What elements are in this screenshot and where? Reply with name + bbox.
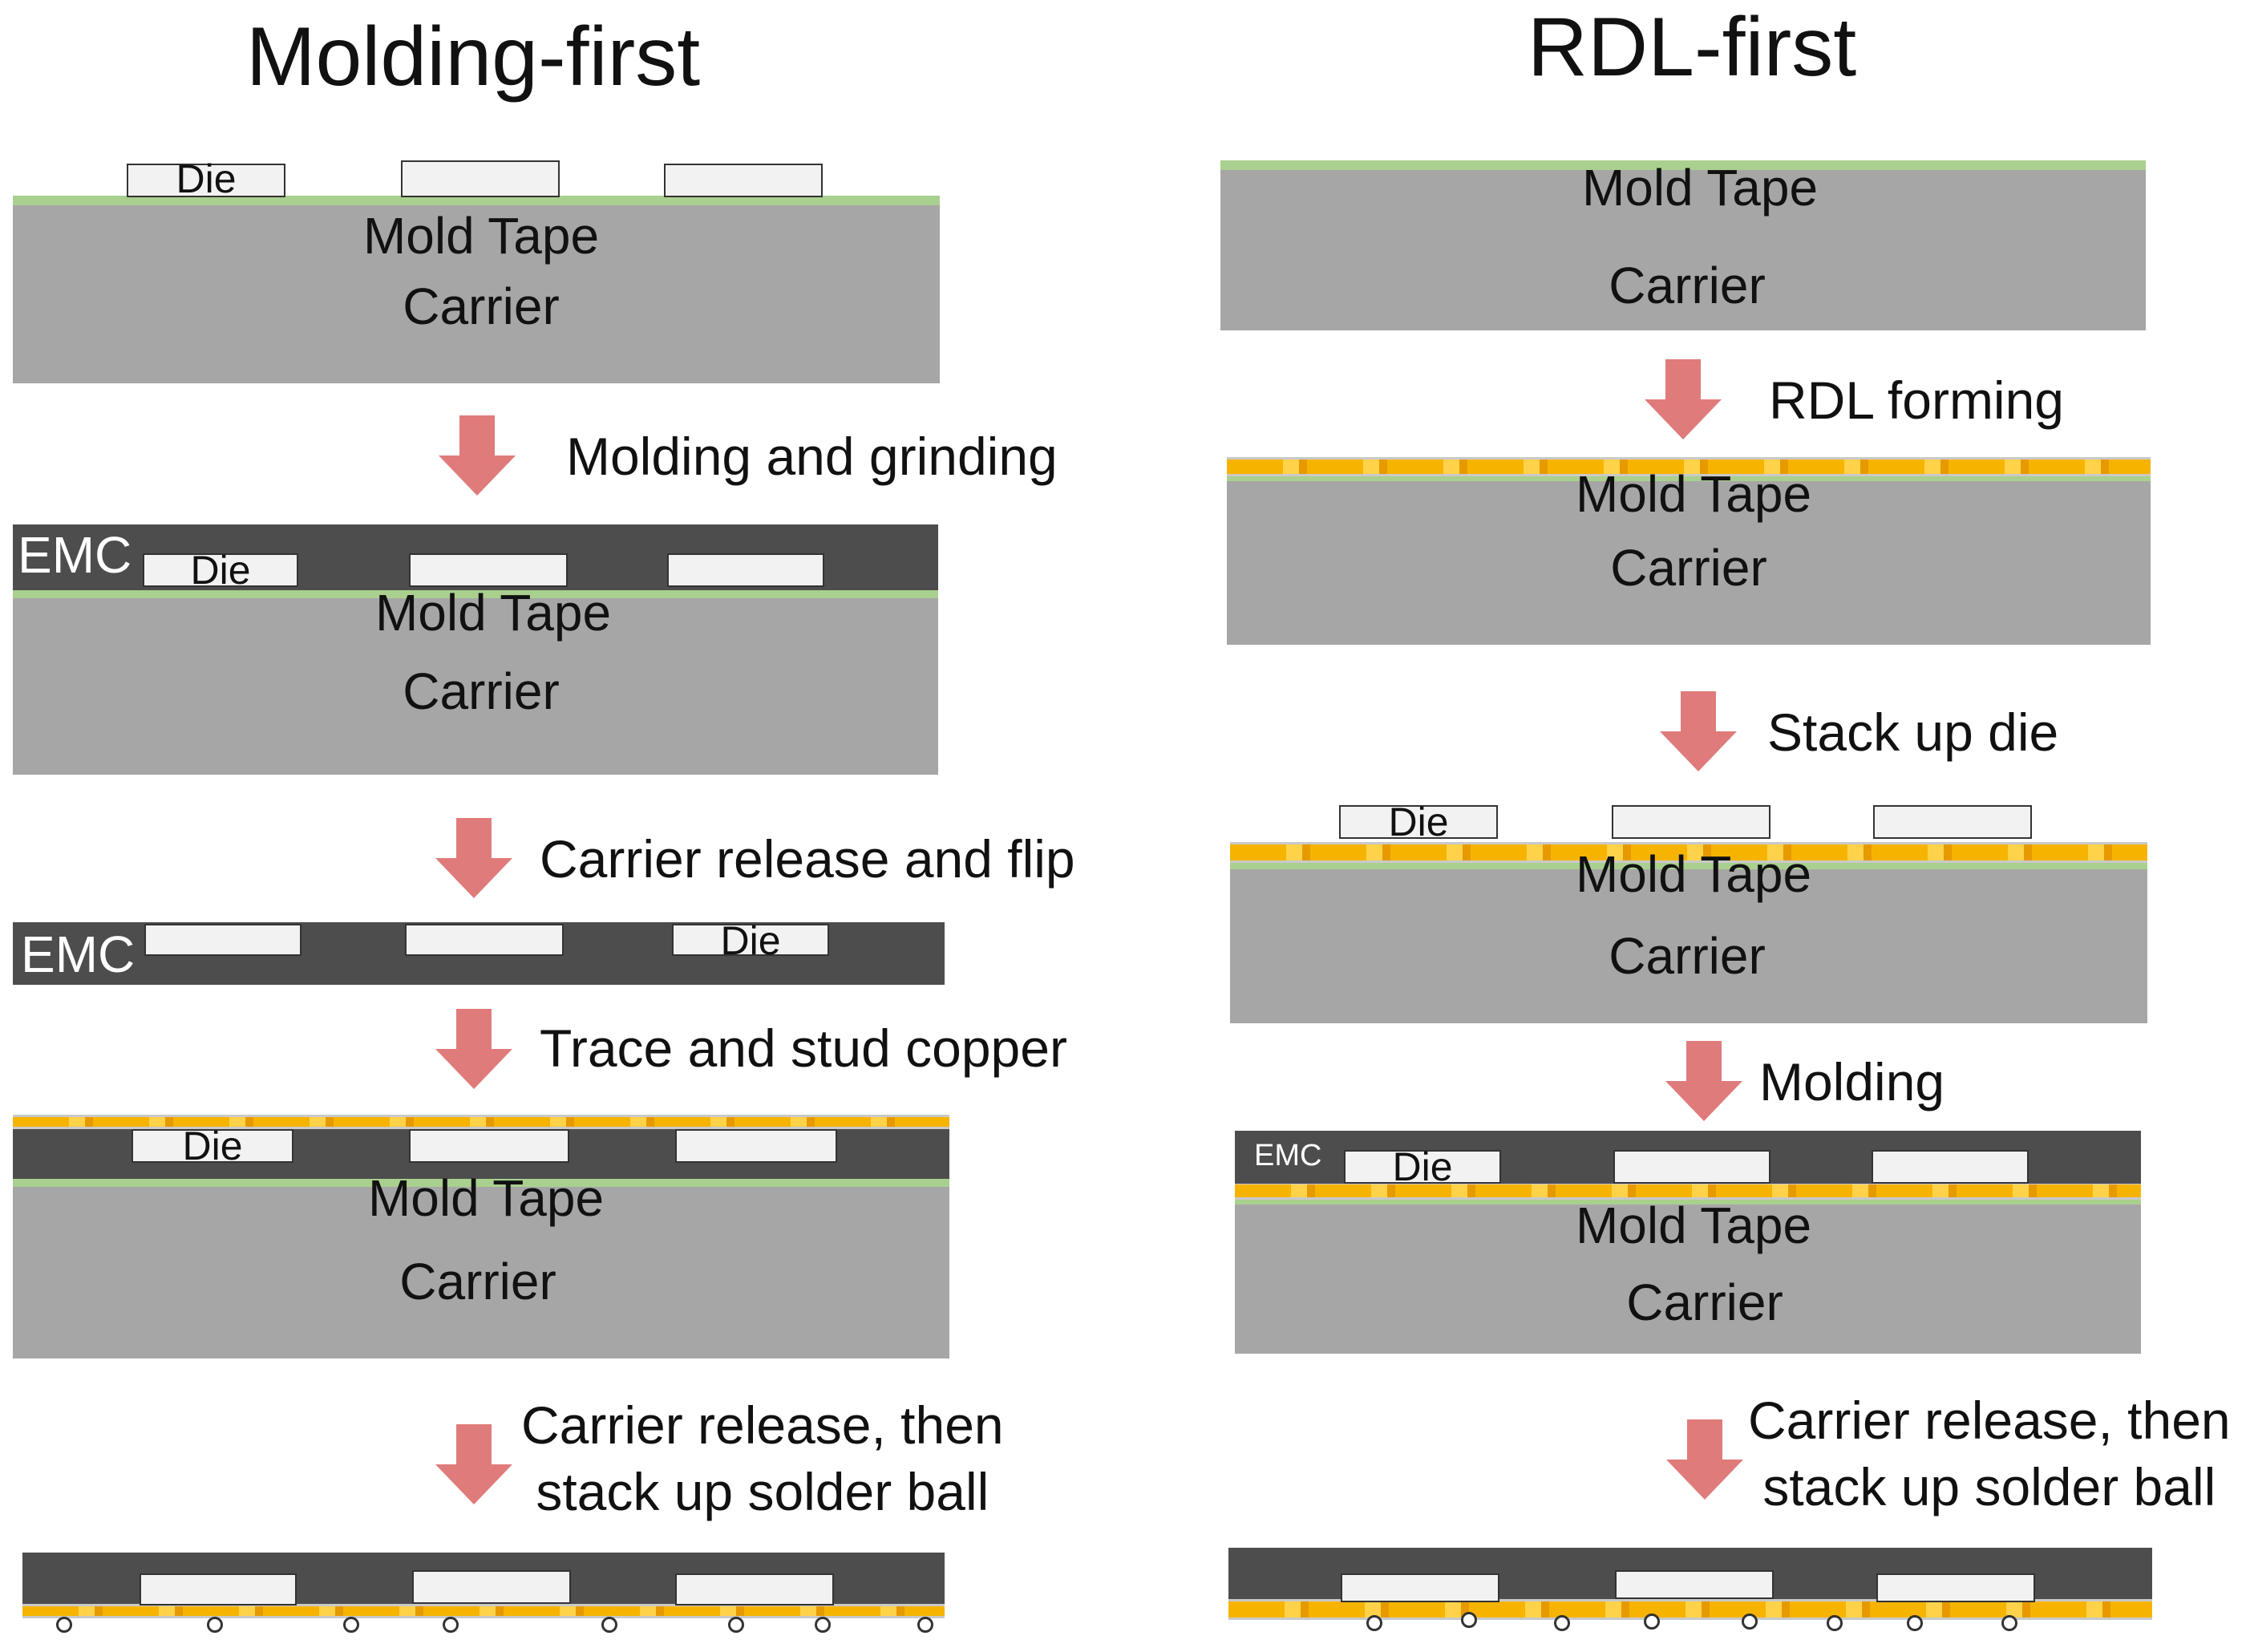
die-label: Die — [190, 548, 251, 593]
mold-tape-label: Mold Tape — [374, 584, 612, 642]
die-block — [1876, 1573, 2035, 1602]
solder-ball — [1827, 1615, 1843, 1631]
solder-ball — [1644, 1614, 1660, 1630]
solder-ball — [601, 1617, 617, 1633]
carrier-block — [1235, 1201, 2141, 1354]
solder-ball — [343, 1617, 359, 1633]
die-block — [664, 164, 823, 197]
carrier-label: Carrier — [403, 662, 560, 720]
carrier-label: Carrier — [403, 277, 560, 335]
die-block — [140, 1573, 297, 1605]
emc-label: EMC — [1254, 1139, 1322, 1172]
mold-tape-label: Mold Tape — [1575, 1196, 1812, 1254]
down-arrow-icon — [435, 1009, 512, 1089]
solder-ball — [207, 1617, 223, 1633]
solder-ball — [815, 1617, 831, 1633]
die-block — [409, 553, 568, 587]
mold-tape-layer — [1220, 160, 2146, 170]
carrier-block — [13, 593, 938, 775]
die-label: Die — [1388, 800, 1449, 844]
mold-tape-label: Mold Tape — [1575, 465, 1812, 523]
solder-ball — [1554, 1615, 1570, 1631]
solder-ball — [1907, 1615, 1923, 1631]
die-block — [1344, 1150, 1501, 1184]
step-label: Stack up die — [1767, 703, 2059, 762]
solder-ball — [443, 1617, 459, 1633]
down-arrow-icon — [1645, 359, 1722, 439]
carrier-block — [13, 199, 940, 383]
title-rdl-first: RDL-first — [1527, 1, 1857, 94]
copper-trace-layer — [22, 1604, 945, 1618]
down-arrow-icon — [1666, 1419, 1743, 1500]
die-label: Die — [182, 1124, 243, 1168]
carrier-block — [1220, 165, 2146, 330]
carrier-label: Carrier — [1609, 257, 1766, 314]
carrier-block — [1227, 478, 2151, 645]
die-block — [1339, 805, 1498, 839]
down-arrow-icon — [435, 818, 512, 898]
die-block — [143, 553, 298, 587]
step-label: RDL forming — [1769, 370, 2064, 430]
mold-tape-layer — [13, 589, 938, 598]
down-arrow-icon — [439, 415, 516, 496]
solder-ball — [1461, 1612, 1477, 1628]
emc-label: EMC — [18, 526, 132, 584]
die-label: Die — [720, 918, 781, 963]
step-label: Carrier release, then stack up solder ba… — [1748, 1391, 2231, 1516]
die-block — [675, 1129, 837, 1163]
die-label: Die — [176, 156, 237, 201]
die-block — [1612, 805, 1770, 839]
rdl-layer — [1228, 1599, 2152, 1620]
rdl-layer — [1230, 842, 2147, 863]
die-block — [132, 1129, 293, 1163]
carrier-block — [1230, 866, 2147, 1023]
mold-tape-label: Mold Tape — [362, 207, 600, 265]
carrier-label: Carrier — [399, 1253, 556, 1310]
title-molding-first: Molding-first — [245, 10, 701, 103]
carrier-label: Carrier — [1609, 927, 1766, 985]
die-block — [401, 160, 560, 197]
die-block — [1872, 1150, 2029, 1184]
solder-ball — [728, 1617, 744, 1633]
mold-tape-layer — [13, 196, 940, 205]
step-label: Molding — [1759, 1052, 1945, 1111]
die-block — [672, 924, 829, 956]
die-block — [127, 164, 285, 197]
copper-trace-layer — [13, 1115, 949, 1129]
step-label: Molding and grinding — [566, 427, 1058, 486]
mold-tape-label: Mold Tape — [367, 1169, 605, 1227]
solder-ball — [56, 1617, 72, 1633]
step-label: Carrier release, then stack up solder ba… — [521, 1395, 1004, 1521]
mold-tape-layer — [13, 1177, 949, 1187]
carrier-label: Carrier — [1610, 539, 1767, 597]
die-block — [144, 924, 301, 956]
emc-label: EMC — [21, 925, 136, 983]
carrier-block — [13, 1184, 949, 1358]
carrier-label: Carrier — [1626, 1273, 1783, 1331]
solder-ball — [917, 1617, 933, 1633]
die-block — [405, 924, 564, 956]
die-block — [667, 553, 824, 587]
solder-ball — [1366, 1615, 1382, 1631]
solder-ball — [1742, 1614, 1758, 1630]
die-label: Die — [1392, 1144, 1453, 1189]
down-arrow-icon — [1665, 1041, 1742, 1121]
die-block — [1615, 1570, 1774, 1599]
die-block — [1341, 1573, 1499, 1602]
rdl-layer — [1227, 457, 2151, 476]
mold-tape-label: Mold Tape — [1581, 159, 1819, 217]
down-arrow-icon — [435, 1424, 512, 1504]
die-block — [409, 1129, 569, 1163]
down-arrow-icon — [1660, 691, 1737, 771]
step-label: Trace and stud copper — [540, 1018, 1067, 1078]
die-block — [1873, 805, 2032, 839]
step-label: Carrier release and flip — [540, 829, 1075, 889]
solder-ball — [2001, 1615, 2017, 1631]
die-block — [1613, 1150, 1770, 1184]
mold-tape-label: Mold Tape — [1575, 845, 1812, 903]
die-block — [675, 1573, 834, 1605]
die-block — [412, 1570, 571, 1604]
